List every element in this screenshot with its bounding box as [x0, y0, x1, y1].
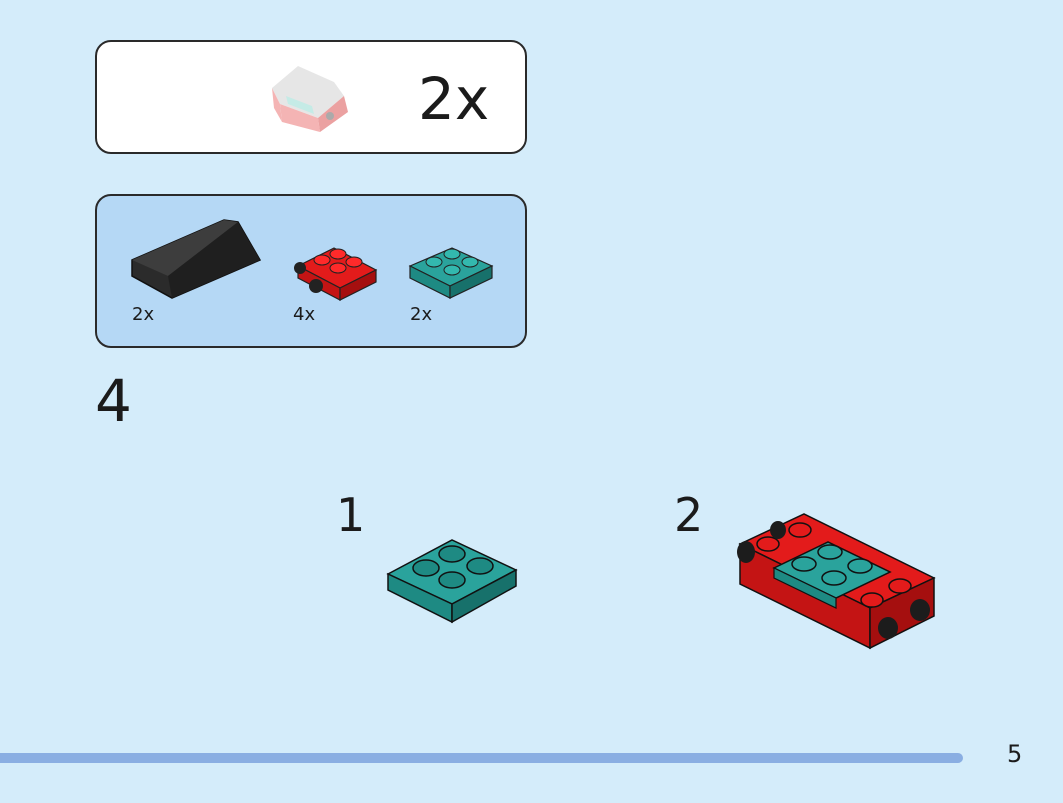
car-base-assembly-icon — [737, 513, 936, 650]
black-slope-brick-icon — [131, 219, 262, 299]
red-wheel-plate-icon — [294, 247, 378, 301]
part-qty-black-slope: 2x — [132, 304, 155, 325]
teal-plate-step-icon — [386, 539, 518, 624]
part-qty-red-plate: 4x — [293, 304, 316, 325]
subassembly-preview-icon — [272, 66, 348, 132]
subassembly-callout — [95, 40, 527, 154]
page-number: 5 — [1007, 740, 1023, 768]
substep-number-2: 2 — [674, 488, 704, 542]
teal-plate-icon — [408, 247, 494, 299]
part-qty-teal-plate: 2x — [410, 304, 433, 325]
page-progress-bar — [0, 753, 963, 763]
step-number: 4 — [95, 367, 132, 435]
substep-number-1: 1 — [336, 488, 366, 542]
subassembly-multiplier: 2x — [418, 65, 490, 133]
